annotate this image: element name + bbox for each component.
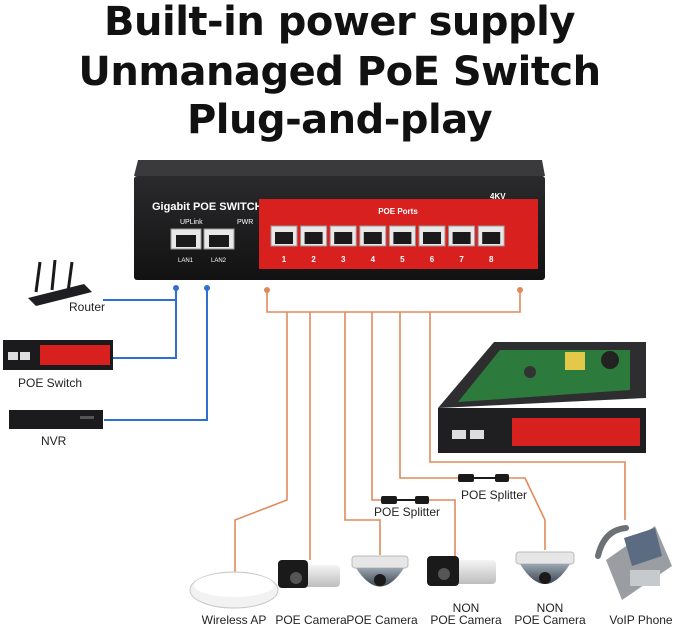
poe-port-number-7: 7: [459, 255, 464, 264]
non-poe-camera-2-device: [515, 551, 575, 584]
poe-port-7: [448, 225, 476, 247]
lan-port-label-2: LAN2: [211, 258, 227, 264]
poe-port-5: [388, 225, 416, 247]
wireless-ap-device: [189, 571, 279, 609]
poe-port-number-3: 3: [341, 255, 346, 264]
headline-line-3: Plug-and-play: [186, 97, 493, 143]
poe-port-number-6: 6: [430, 255, 435, 264]
voip-phone-label: VoIP Phone: [609, 613, 673, 627]
poe-switch-main: Gigabit POE SWITCH 4KV UPLink PWR LAN1 L…: [134, 160, 545, 280]
poe-camera-1-device: [278, 560, 340, 588]
non-poe-camera-2-label-line1: NON: [536, 601, 564, 615]
non-poe-camera-1-label-line2: POE Camera: [430, 613, 502, 627]
poe-switch-label: POE Switch: [18, 376, 83, 390]
non-poe-camera-1-device: [427, 556, 496, 586]
poe-splitter-label-1: POE Splitter: [374, 505, 441, 519]
voip-phone-device: [595, 525, 672, 600]
router-device: [28, 259, 92, 306]
poe-splitter-label-2: POE Splitter: [461, 488, 528, 502]
small-poe-switch-device: [3, 340, 113, 370]
poe-port-number-5: 5: [400, 255, 405, 264]
poe-port-6: [418, 225, 446, 247]
poe-port-4: [359, 225, 387, 247]
lan-cables: [103, 288, 208, 421]
nvr-device: [9, 410, 103, 429]
poe-port-number-8: 8: [489, 255, 494, 264]
wireless-ap-label: Wireless AP: [201, 613, 267, 627]
uplink-label: UPLink: [180, 219, 203, 226]
pwr-label: PWR: [237, 219, 253, 226]
lan-port-2: [203, 228, 235, 250]
headline-line-2: Unmanaged PoE Switch: [78, 49, 601, 95]
poe-port-1: [270, 225, 298, 247]
router-label: Router: [69, 300, 106, 314]
poe-splitter-1: [381, 496, 429, 504]
poe-port-number-4: 4: [371, 255, 376, 264]
poe-port-number-1: 1: [282, 255, 287, 264]
poe-cables: [234, 290, 626, 572]
poe-splitter-2: [458, 474, 509, 482]
switch-brand-label: Gigabit POE SWITCH: [152, 201, 263, 213]
poe-camera-1-label: POE Camera: [275, 613, 347, 627]
poe-ports-label: POE Ports: [378, 207, 418, 216]
switch-rating-label: 4KV: [490, 192, 506, 201]
poe-port-8: [477, 225, 505, 247]
switch-inside-view: [438, 342, 646, 453]
poe-camera-2-label: POE Camera: [346, 613, 418, 627]
lan-port-1: [170, 228, 202, 250]
poe-port-2: [300, 225, 328, 247]
poe-camera-2-device: [351, 555, 409, 587]
non-poe-camera-1-label-line1: NON: [452, 601, 480, 615]
non-poe-camera-2-label-line2: POE Camera: [514, 613, 586, 627]
poe-port-3: [329, 225, 357, 247]
poe-port-number-2: 2: [311, 255, 316, 264]
nvr-label: NVR: [41, 434, 67, 448]
headline-line-1: Built-in power supply: [104, 0, 575, 45]
lan-port-label-1: LAN1: [178, 258, 194, 264]
